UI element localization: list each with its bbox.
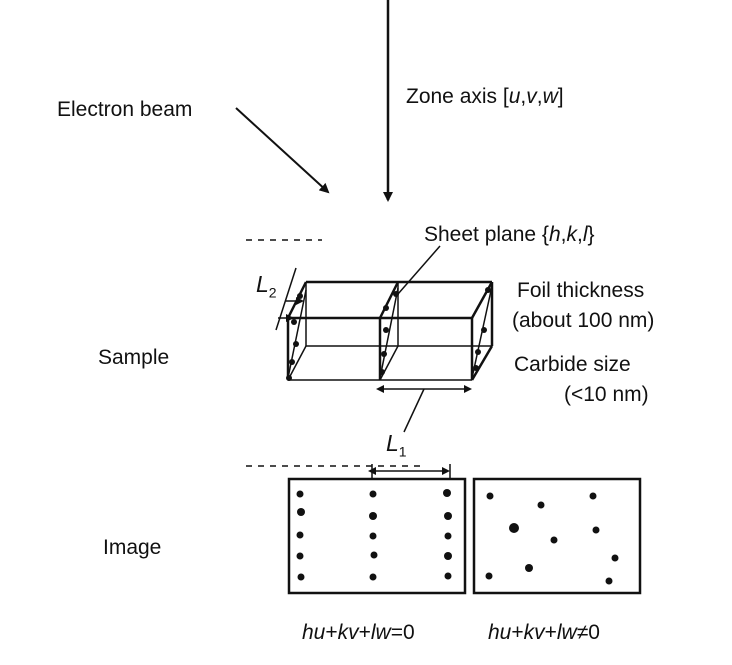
- zone-axis-label: Zone axis [u,v,w]: [406, 85, 564, 108]
- l2-label: L2: [256, 271, 277, 301]
- sample-label: Sample: [98, 346, 170, 369]
- l1-dimension-image: [368, 464, 451, 478]
- foil-thickness-label: Foil thickness: [517, 279, 645, 302]
- l2-marker: [275, 267, 304, 331]
- carbide-size-value: (<10 nm): [564, 383, 649, 406]
- electron-beam-arrow: [235, 107, 330, 194]
- condition-zero-label: hu+kv+lw=0: [302, 621, 415, 644]
- carbide-size-label: Carbide size: [514, 353, 631, 376]
- image-label: Image: [103, 536, 162, 559]
- sheet-plane-label: Sheet plane {h,k,l}: [424, 223, 595, 246]
- l1-leader: [403, 388, 425, 433]
- sheet-plane-leader: [397, 245, 441, 295]
- electron-beam-label: Electron beam: [57, 98, 193, 121]
- image-panel-random: [472, 477, 642, 595]
- l1-label: L1: [386, 430, 407, 460]
- aligned-particles: [296, 489, 452, 581]
- foil-box: [286, 280, 494, 381]
- condition-nonzero-label: hu+kv+lw≠0: [488, 621, 600, 644]
- foil-thickness-value: (about 100 nm): [512, 309, 655, 332]
- random-particles: [485, 492, 619, 585]
- image-panel-aligned: [287, 477, 467, 595]
